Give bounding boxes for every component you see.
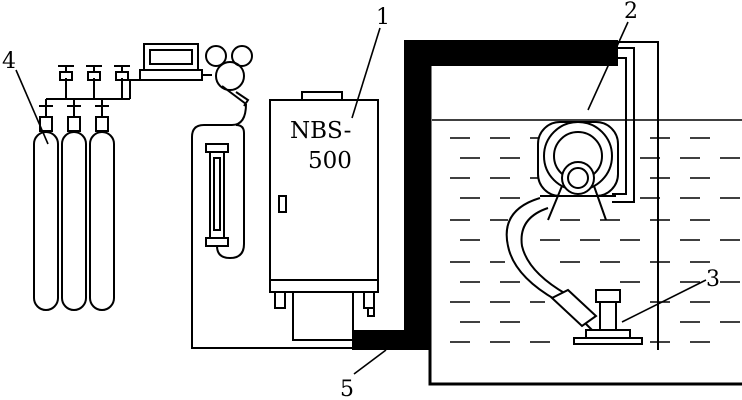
callout-2: 2 [624,0,638,24]
callout-1: 1 [376,5,390,30]
door-handle [278,195,287,213]
machine-model-line2: 500 [308,148,352,174]
machine-foot-right [363,291,375,309]
regulator-body [215,61,245,91]
callout-3: 3 [706,267,720,292]
workpiece [573,289,643,345]
wire-feeder [537,121,619,221]
pressure-gauge-right [231,45,253,67]
flowmeter [205,124,245,260]
cylinder-2 [61,131,87,311]
cylinder-valve-2 [67,116,81,132]
machine-model-line1: NBS- [290,118,351,144]
cylinder-1 [33,131,59,311]
callout-4: 4 [2,49,16,74]
power-cable [352,40,635,350]
leader-lines [15,21,707,375]
heater-box [143,43,199,71]
welding-machine [269,91,379,341]
cylinder-valve-3 [95,116,109,132]
gas-hose [191,103,356,349]
callout-5: 5 [340,377,354,400]
machine-foot-left [274,291,286,309]
water-tank [428,41,742,386]
welding-torch [550,288,598,335]
pressure-gauge-left [205,45,227,67]
gas-regulator-assembly [139,43,253,107]
machine-base [292,291,354,341]
torch-hose [505,197,567,301]
heater-base [139,69,203,81]
machine-handle [301,91,343,101]
cylinder-3 [89,131,115,311]
gas-cylinders [33,65,144,311]
